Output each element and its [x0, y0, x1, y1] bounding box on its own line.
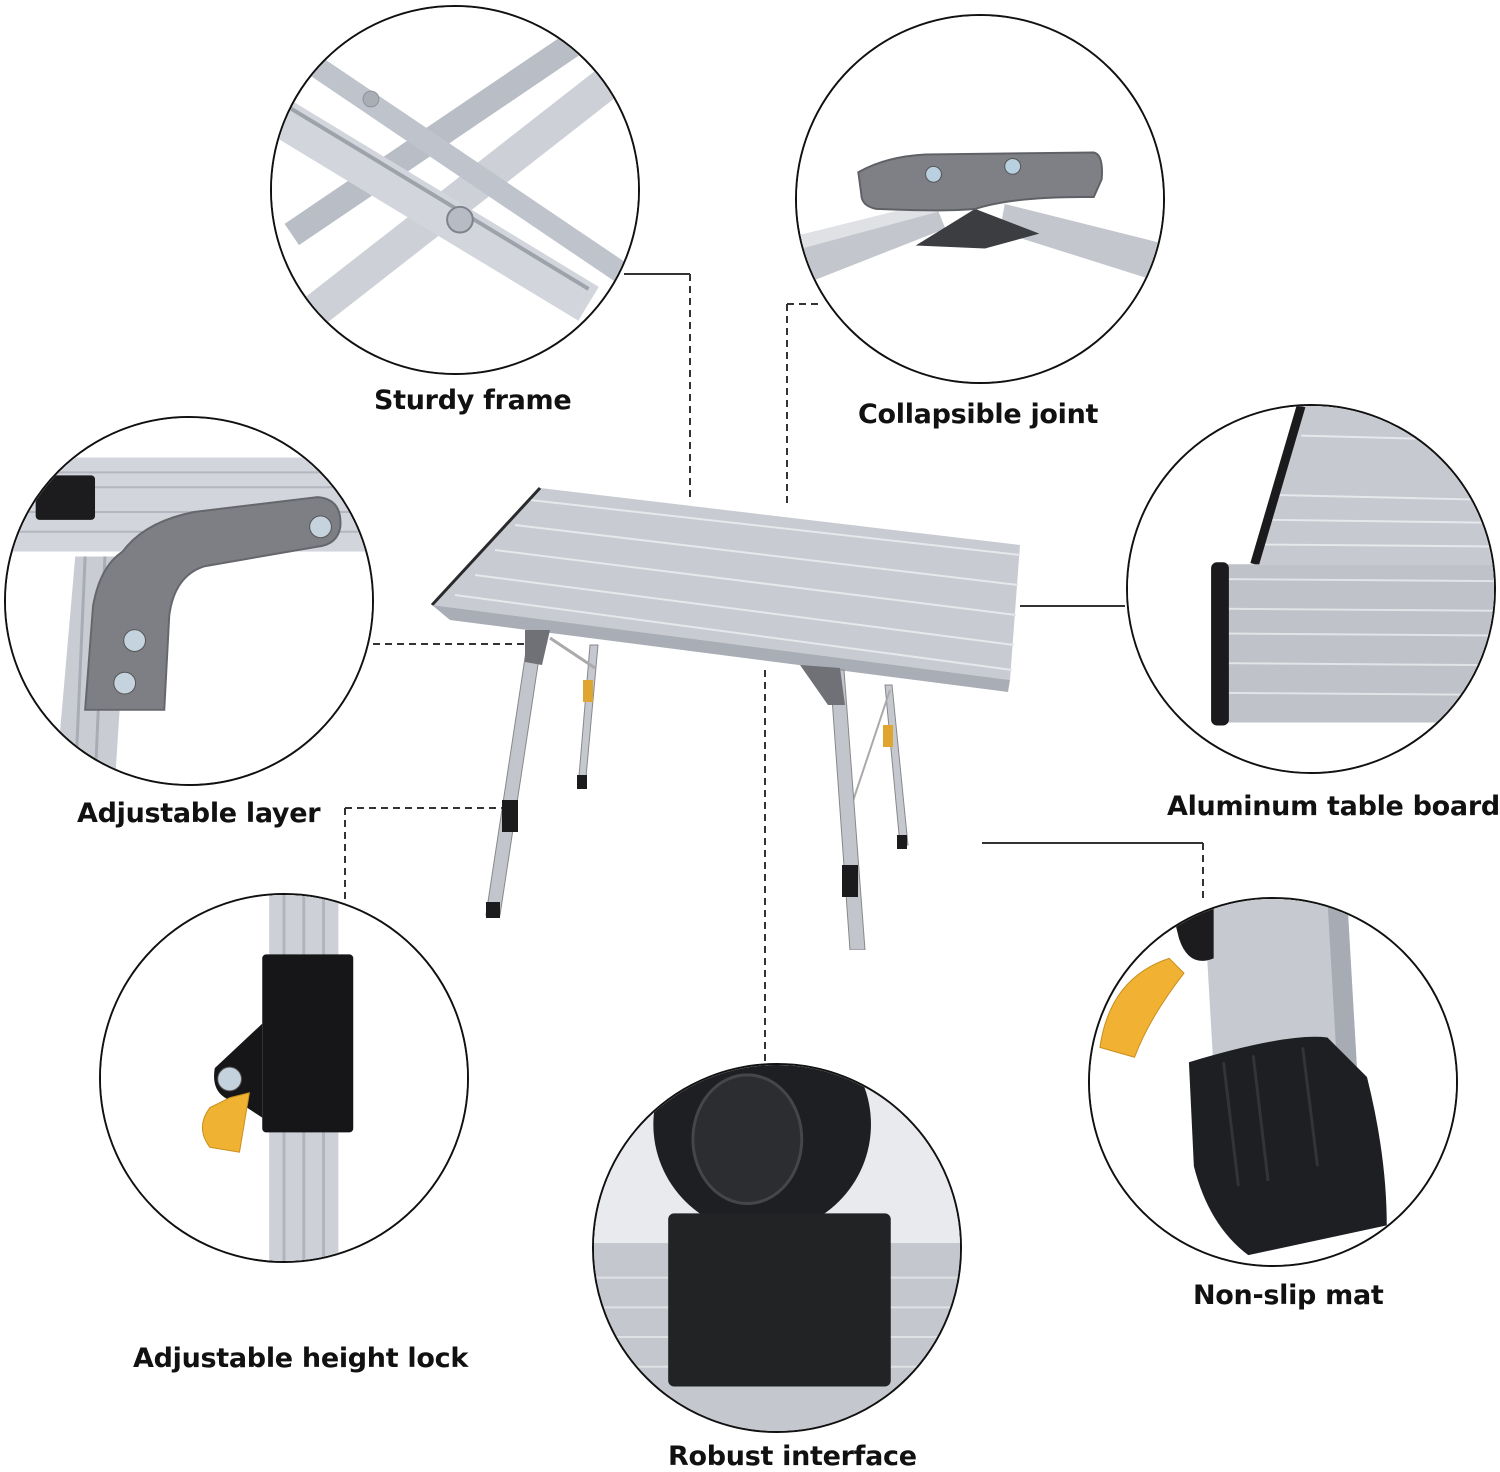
sturdy-frame-detail-image — [270, 5, 640, 375]
feature-label: Aluminum table board — [1167, 791, 1500, 822]
height-lock-icon — [101, 895, 467, 1261]
non-slip-mat-detail-image — [1088, 897, 1458, 1267]
collapsible-joint-detail-image — [795, 14, 1165, 384]
feature-label: Sturdy frame — [374, 385, 572, 416]
aluminum-slat-icon — [1128, 406, 1494, 772]
folding-table-image — [420, 470, 1021, 951]
feature-label: Robust interface — [668, 1441, 917, 1472]
feature-label: Collapsible joint — [858, 399, 1099, 430]
joint-hinge-icon — [797, 16, 1163, 382]
feature-label: Adjustable layer — [77, 798, 321, 829]
rubber-cap-icon — [594, 1065, 960, 1431]
rubber-foot-icon — [1090, 899, 1456, 1265]
feature-label: Non-slip mat — [1193, 1280, 1384, 1311]
height-lock-detail-image — [99, 893, 469, 1263]
robust-interface-detail-image — [592, 1063, 962, 1433]
cross-frame-icon — [272, 7, 638, 373]
adjustable-layer-detail-image — [4, 416, 374, 786]
corner-bracket-icon — [6, 418, 372, 784]
feature-label: Adjustable height lock — [133, 1343, 469, 1374]
folding-table-icon — [430, 486, 1021, 951]
aluminum-board-detail-image — [1126, 404, 1496, 774]
